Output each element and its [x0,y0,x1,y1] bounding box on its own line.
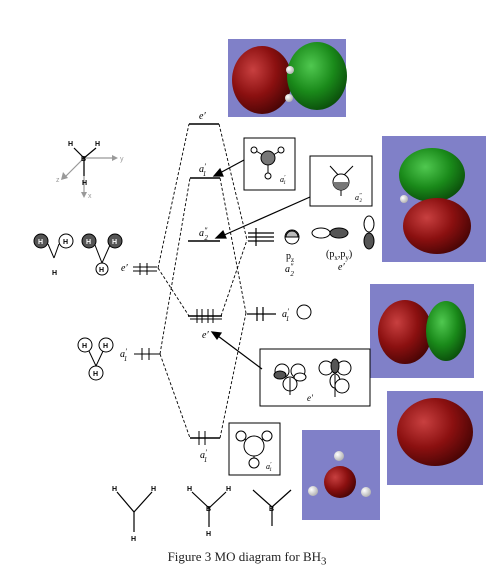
svg-text:a″2: a″2 [285,262,294,278]
svg-text:H: H [112,239,117,246]
svg-text:H: H [68,141,73,148]
s-orbital-icon [296,304,312,320]
z-axis-label: z [56,177,60,184]
figure-caption: Figure 3 MO diagram for BH3 [167,549,327,568]
svg-text:e′: e′ [121,263,128,274]
boron-p-labels: pz a″2 (px,py) e′ [285,249,352,278]
pxy-orbital-icon [311,215,375,250]
svg-text:H: H [95,141,100,148]
boron-p-levels [248,228,274,246]
svg-text:H: H [226,486,231,493]
svg-text:e′: e′ [338,262,345,273]
label-a1-bonding: a′1 [200,448,207,464]
svg-text:H: H [52,270,57,277]
panel-e-antibonding [228,39,347,117]
inset-e-bonding: e′ [259,348,371,407]
salc-e-electrons [133,263,157,275]
panel-e-bonding [370,284,474,378]
boron-s-label: a′1 [282,307,289,323]
panel-bh3-molecule [302,430,380,520]
svg-text:a′1: a′1 [280,175,286,186]
mo-levels [188,123,222,439]
inset-a2-top: a″2 [309,155,373,207]
svg-text:H: H [131,536,136,543]
correlation-lines [157,123,248,439]
svg-text:(px,py): (px,py) [326,249,352,262]
pz-orbital-icon [284,229,300,245]
svg-text:H: H [93,371,98,378]
panel-a2-antibonding [382,136,486,262]
svg-text:a″2: a″2 [355,193,363,204]
svg-text:H: H [103,343,108,350]
salc-a1-label: a′1 [120,347,127,363]
pointer-arrows [210,159,311,370]
green-lobe [287,42,347,110]
label-e-bonding: e′ [202,330,209,341]
panel-a1-bonding [387,391,483,485]
svg-text:B: B [269,506,274,513]
label-a1-antibonding: a′1 [199,162,206,178]
label-e-antibonding: e′ [199,111,206,122]
svg-text:a′1: a′1 [282,307,289,323]
svg-text:H: H [187,486,192,493]
mo-electrons [190,309,222,445]
svg-text:H: H [99,267,104,274]
y-axis-label: y [120,156,124,163]
coordinate-axes: B H H H y x z [56,141,124,200]
svg-text:H: H [151,486,156,493]
svg-text:H: H [38,239,43,246]
svg-text:pz: pz [286,251,294,264]
svg-text:H: H [82,180,87,187]
svg-text:a′1: a′1 [120,347,127,363]
label-a2-nonbonding: a″2 [199,226,208,242]
svg-text:e′: e′ [307,393,314,403]
salc-a1-sketch [77,337,114,381]
svg-text:H: H [206,531,211,538]
svg-text:H: H [86,239,91,246]
salc-e-sketch [33,233,123,276]
x-axis-label: x [88,193,92,200]
inset-a1-top: a′1 [243,137,296,191]
svg-text:B: B [206,506,211,513]
svg-text:H: H [63,239,68,246]
red-lobe [232,46,292,114]
salc-a1-electrons [134,348,160,360]
svg-text:H: H [112,486,117,493]
boron-label: B [81,156,86,163]
svg-text:a′1: a′1 [266,462,272,473]
inset-a1-bottom: a′1 [228,422,281,476]
svg-text:H: H [82,343,87,350]
bottom-structures [116,489,292,532]
salc-e-label: e′ [121,263,128,274]
boron-s-level [247,307,276,321]
